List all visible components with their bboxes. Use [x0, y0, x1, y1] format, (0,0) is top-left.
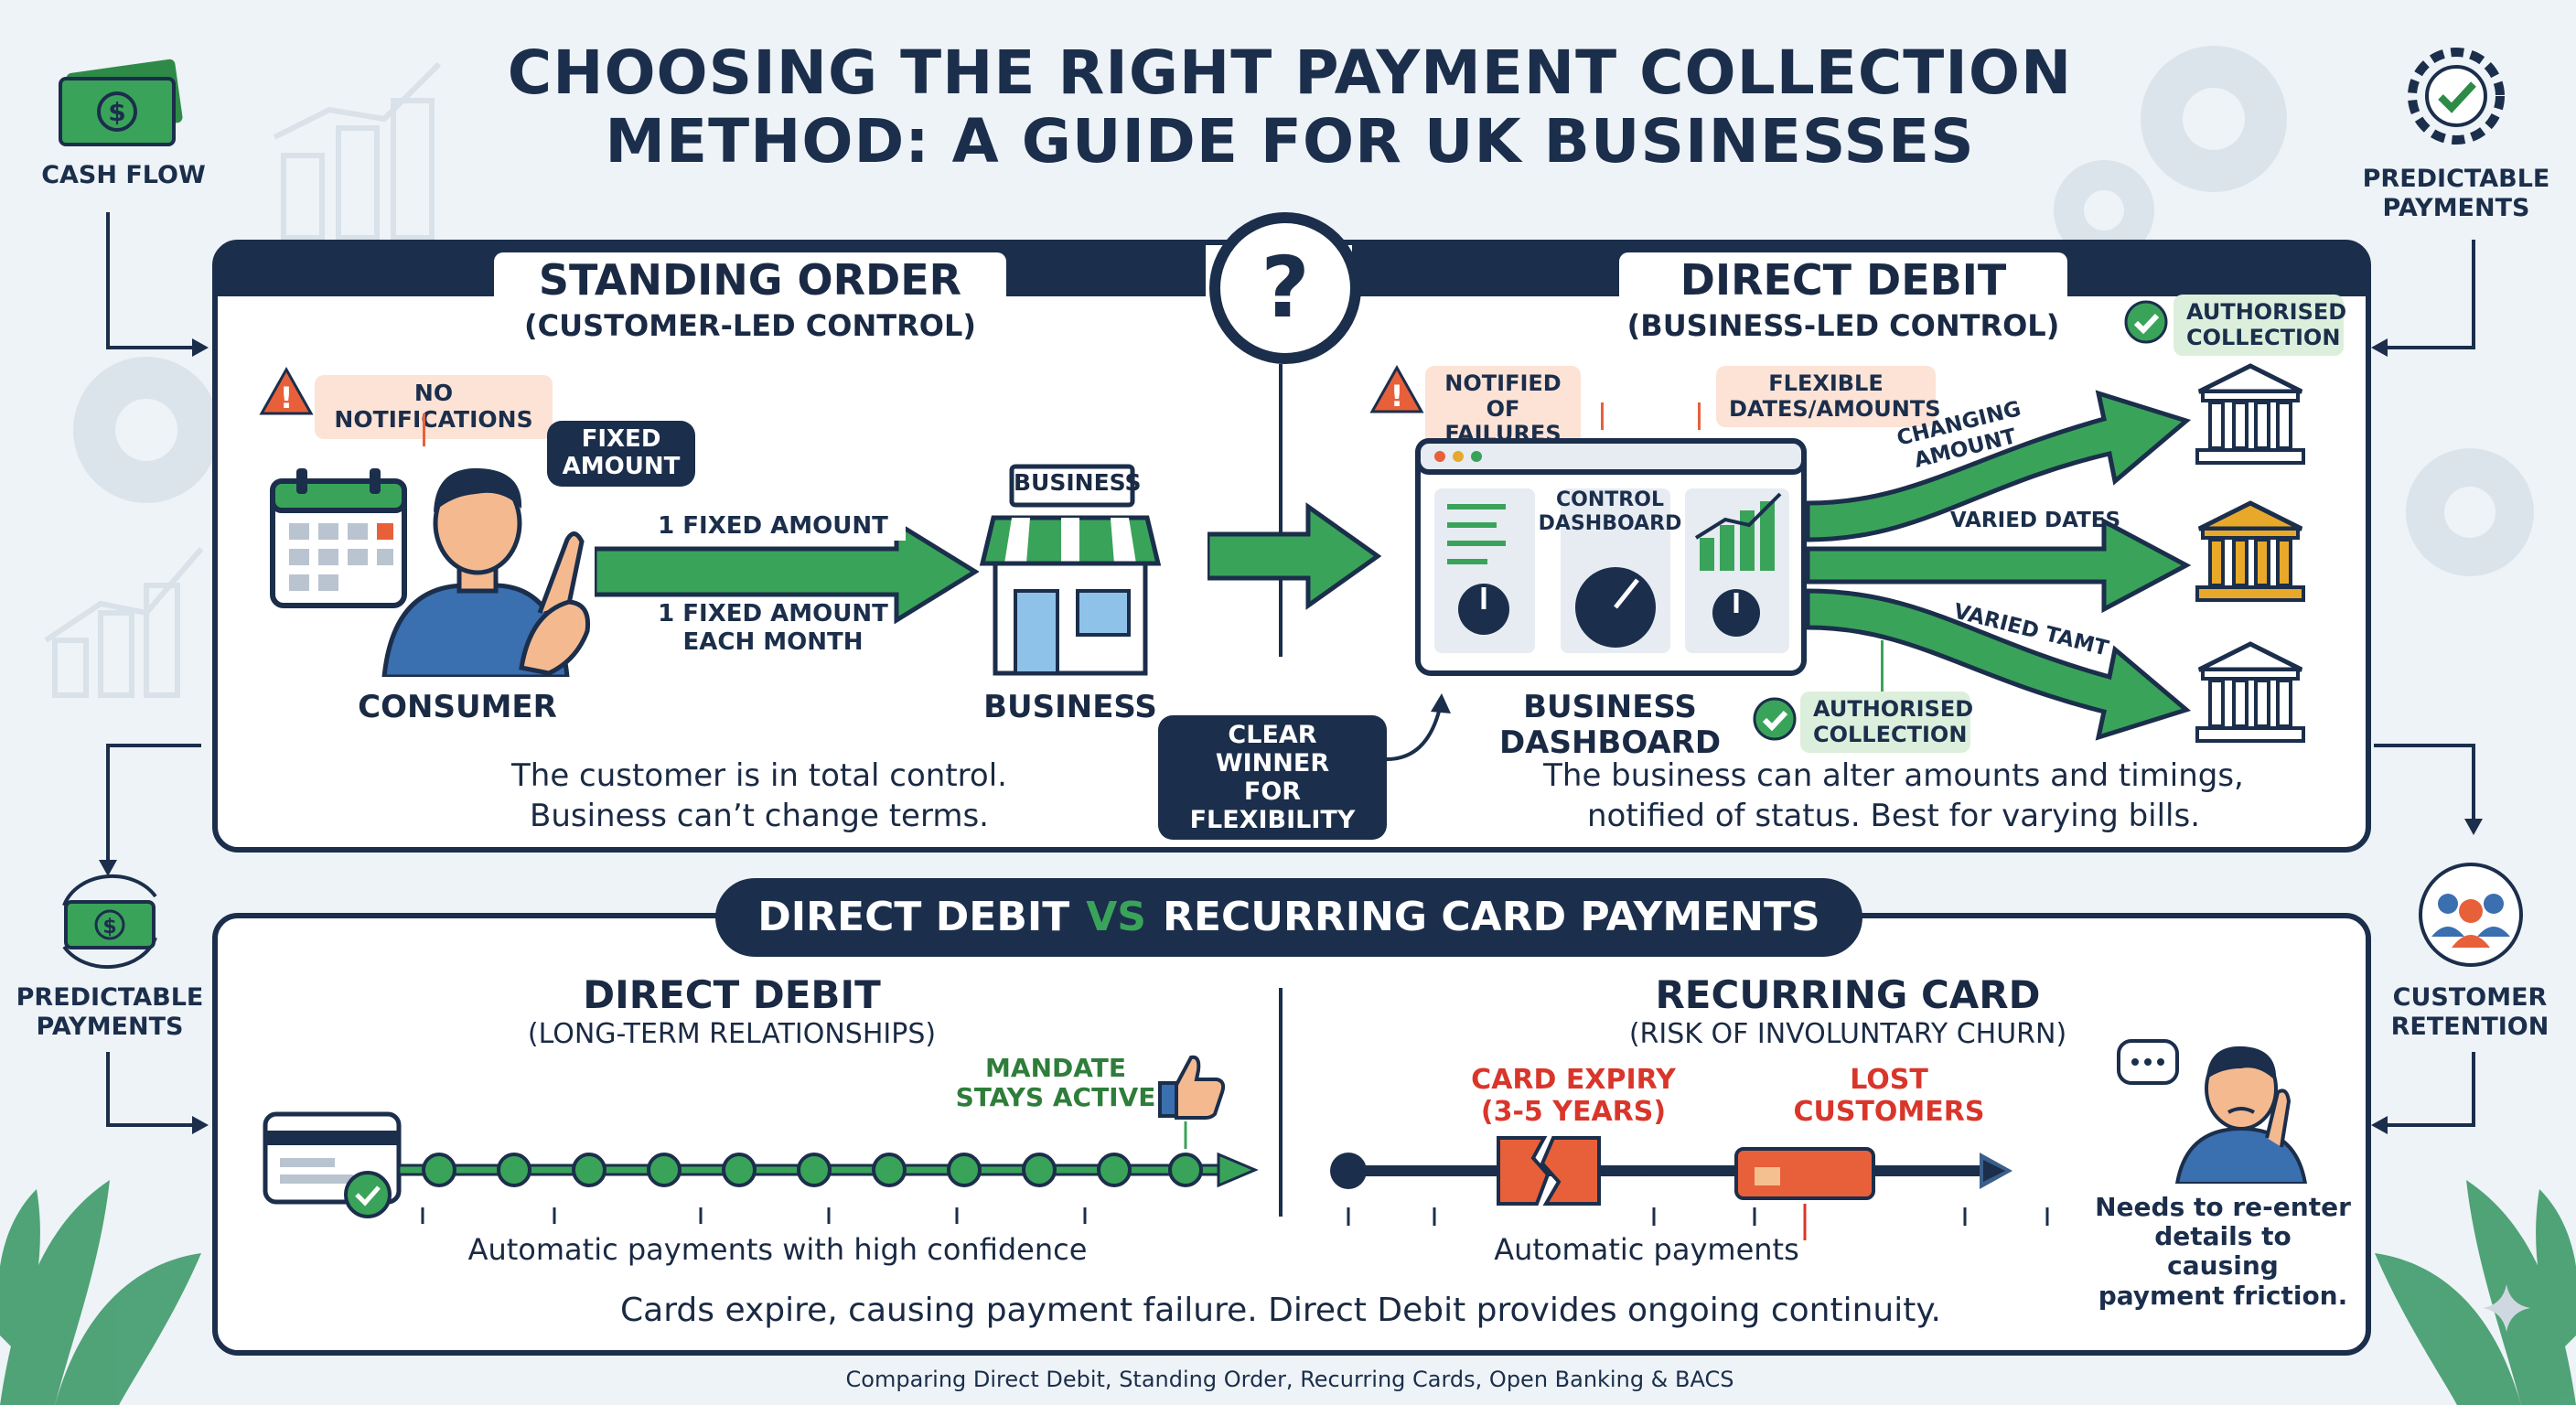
flexible-connector — [1698, 402, 1701, 430]
cash-icon: $ — [59, 59, 183, 146]
rc-caption: Automatic payments — [1494, 1232, 1799, 1267]
check-icon-bottom — [1753, 697, 1797, 741]
direct-debit-heading: DIRECT DEBIT — [1619, 252, 2067, 305]
clear-winner-arrow — [1386, 693, 1451, 761]
customer-retention-label: CUSTOMER RETENTION — [2390, 983, 2549, 1042]
business-label: BUSINESS — [983, 689, 1157, 725]
arrow-varied-dates: VARIED DATES — [1949, 509, 2121, 532]
footer-caption: Comparing Direct Debit, Standing Order, … — [845, 1367, 1734, 1392]
business-sign: BUSINESS — [1014, 469, 1142, 496]
svg-text:!: ! — [280, 381, 294, 415]
rc-sub: (RISK OF INVOLUNTARY CHURN) — [1628, 1018, 2067, 1050]
shop-icon — [979, 464, 1162, 676]
warning-icon-dd: ! — [1369, 364, 1424, 413]
dd-arrows — [1805, 390, 2192, 741]
fixed-amount-arrow — [595, 520, 979, 624]
people-icon — [2419, 863, 2523, 967]
consumer-label: CONSUMER — [358, 689, 557, 725]
question-mark: ? — [1261, 239, 1310, 338]
cash-flow-label: CASH FLOW — [41, 161, 206, 189]
bottom-divider — [1279, 988, 1283, 1217]
mandate-stays-active: MANDATE STAYS ACTIVE — [955, 1053, 1156, 1113]
authorised-collection-bottom: AUTHORISED COLLECTION — [1800, 692, 1973, 754]
comparison-panel-bottom — [212, 913, 2371, 1356]
panel-divider — [1279, 364, 1283, 657]
arrow-label-bottom: 1 FIXED AMOUNT EACH MONTH — [658, 600, 888, 657]
note-connector — [423, 413, 425, 446]
warning-icon: ! — [259, 366, 314, 415]
flexible-dates-note: FLEXIBLE DATES/AMOUNTS — [1716, 366, 1941, 428]
arrow-label-top: 1 FIXED AMOUNT — [640, 512, 906, 542]
comparison-summary: Cards expire, causing payment failure. D… — [620, 1292, 1941, 1329]
card-expiry-label: CARD EXPIRY (3-5 YEARS) — [1471, 1064, 1676, 1128]
lost-customers-label: LOST CUSTOMERS — [1793, 1064, 1985, 1128]
worried-person-icon — [2117, 1039, 2308, 1184]
bank-icon — [2195, 363, 2305, 465]
question-badge: ? — [1209, 212, 1361, 364]
center-arrow — [1208, 502, 1381, 610]
calendar-icon — [270, 468, 407, 608]
clear-winner-badge: CLEAR WINNER FOR FLEXIBILITY — [1158, 715, 1387, 841]
dashboard-icon — [1415, 438, 1807, 676]
title-line-2: METHOD: A GUIDE FOR UK BUSINESSES — [605, 106, 1975, 177]
banner-right: RECURRING CARD PAYMENTS — [1163, 893, 1820, 940]
re-enter-details-note: Needs to re-enter details to causing pay… — [2095, 1192, 2351, 1311]
predictable-payments-left-label: PREDICTABLE PAYMENTS — [16, 983, 204, 1042]
sparkle-icon — [2483, 1284, 2530, 1332]
dashboard-title: CONTROL DASHBOARD — [1538, 488, 1682, 536]
cash-cycle-icon: $ — [62, 874, 157, 970]
direct-debit-summary: The business can alter amounts and timin… — [1543, 757, 2244, 835]
fixed-amount-bubble: FIXED AMOUNT — [547, 421, 695, 487]
business-dashboard-label: BUSINESS DASHBOARD — [1498, 689, 1722, 762]
dd-longterm-sub: (LONG-TERM RELATIONSHIPS) — [527, 1018, 937, 1050]
authorised-connector — [1881, 640, 1884, 695]
faint-bar-chart-icon — [273, 61, 442, 241]
predictable-payments-top-label: PREDICTABLE PAYMENTS — [2362, 165, 2550, 223]
plant-right-icon — [2375, 1180, 2576, 1405]
rc-heading: RECURRING CARD — [1655, 972, 2041, 1017]
gear-check-icon — [2408, 48, 2505, 145]
page-title: CHOOSING THE RIGHT PAYMENT COLLECTION ME… — [348, 38, 2232, 177]
spacer — [1802, 1248, 1805, 1249]
dd-timeline — [263, 1111, 1259, 1224]
check-icon — [2124, 300, 2168, 344]
authorised-collection-top: AUTHORISED COLLECTION — [2174, 295, 2346, 357]
thumbs-up-icon — [1158, 1055, 1226, 1120]
bank-icon-gold — [2195, 500, 2305, 602]
svg-text:$: $ — [108, 97, 125, 127]
bank-icon-bottom — [2195, 641, 2305, 743]
title-line-1: CHOOSING THE RIGHT PAYMENT COLLECTION — [507, 38, 2073, 108]
comparison-banner: DIRECT DEBIT VS RECURRING CARD PAYMENTS — [715, 878, 1862, 957]
notified-connector — [1601, 402, 1604, 430]
plant-left-icon — [0, 1180, 201, 1405]
svg-text:!: ! — [1390, 379, 1404, 413]
standing-order-summary: The customer is in total control. Busine… — [511, 757, 1007, 835]
banner-vs: VS — [1086, 893, 1146, 940]
banner-left: DIRECT DEBIT — [757, 893, 1070, 940]
dd-longterm-heading: DIRECT DEBIT — [583, 972, 881, 1017]
no-notifications-note: NO NOTIFICATIONS — [315, 375, 553, 439]
standing-order-subheading: (CUSTOMER-LED CONTROL) — [524, 308, 976, 343]
direct-debit-subheading: (BUSINESS-LED CONTROL) — [1626, 308, 2060, 343]
dd-caption: Automatic payments with high confidence — [467, 1232, 1088, 1267]
rc-timeline — [1330, 1136, 2049, 1240]
consumer-icon — [381, 467, 591, 677]
svg-text:$: $ — [102, 916, 116, 938]
standing-order-heading: STANDING ORDER — [494, 252, 1006, 305]
